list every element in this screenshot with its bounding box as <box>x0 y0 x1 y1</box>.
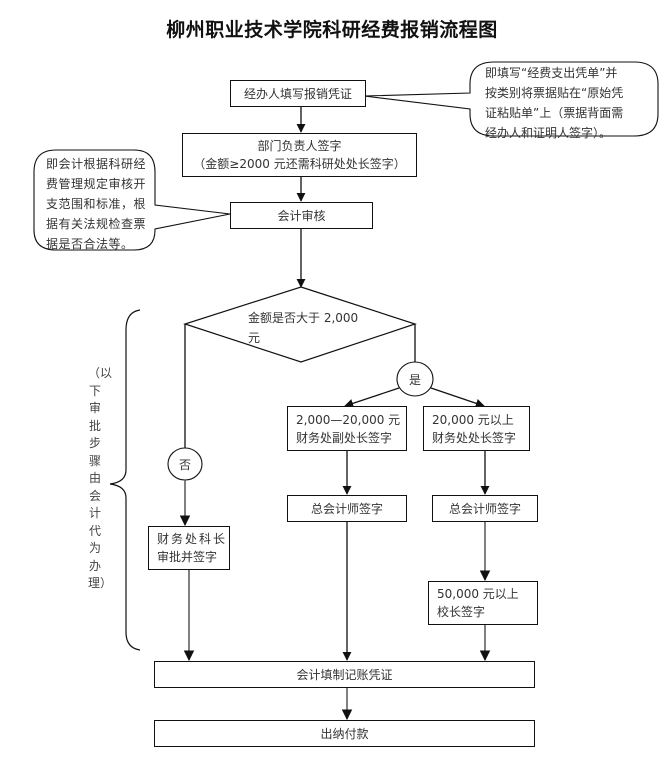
step-chief-accountant-mid: 总会计师签字 <box>287 495 407 522</box>
step-cashier-pay: 出纳付款 <box>154 720 535 747</box>
step-high-range-line1: 20,000 元以上 <box>432 412 514 427</box>
review-note: 即会计根据科研经 费管理规定审核开 支范围和标准，根 据有关法规检查票 据是否合… <box>46 157 147 251</box>
step-mid-range-line2: 财务处副处长签字 <box>296 430 393 445</box>
brace <box>109 309 141 651</box>
step-president-line1: 50,000 元以上 <box>437 587 519 601</box>
yes-label: 是 <box>408 373 421 387</box>
step-dept-sign-line1: 部门负责人签字 <box>257 139 342 153</box>
step-high-range-approval: 20,000 元以上 财务处处长签字 <box>423 406 530 451</box>
step-chief-accountant-high: 总会计师签字 <box>432 495 538 522</box>
step-accounting-review-label: 会计审核 <box>277 208 326 223</box>
no-label: 否 <box>178 458 191 472</box>
step-section-chief-line1: 财务处科长 <box>157 532 228 546</box>
voucher-note: 即填写“经费支出凭单”并 按类别将票据贴在“原始凭 证粘贴单”上（票据背面需 经… <box>485 66 624 140</box>
step-president-line2: 校长签字 <box>437 605 486 619</box>
step-mid-range-approval: 2,000—20,000 元 财务处副处长签字 <box>287 406 407 451</box>
step-fill-voucher-label: 经办人填写报销凭证 <box>243 86 352 101</box>
step-section-chief-line2: 审批并签字 <box>157 550 218 564</box>
review-callout-bubble <box>33 149 231 251</box>
step-dept-sign-line2: （金额≥2000 元还需科研处处长签字） <box>193 157 406 171</box>
voucher-callout-bubble <box>363 61 659 137</box>
yes-circle <box>396 361 434 397</box>
step-accounting-review: 会计审核 <box>230 202 373 229</box>
step-fill-voucher: 经办人填写报销凭证 <box>230 80 366 107</box>
side-note-vertical: （以下审批步骤由会计代为办理） <box>88 366 113 590</box>
step-section-chief: 财务处科长 审批并签字 <box>148 526 230 570</box>
step-dept-sign: 部门负责人签字 （金额≥2000 元还需科研处处长签字） <box>182 133 417 177</box>
step-high-range-line2: 财务处处长签字 <box>432 430 517 445</box>
step-mid-range-line1: 2,000—20,000 元 <box>296 412 401 427</box>
step-president-sign: 50,000 元以上 校长签字 <box>428 581 538 625</box>
page-title: 柳州职业技术学院科研经费报销流程图 <box>166 19 498 41</box>
step-fill-bookkeeping: 会计填制记账凭证 <box>154 661 535 688</box>
decision-diamond <box>183 286 417 363</box>
decision-label: 金额是否大于 2,000 元 <box>248 311 359 345</box>
